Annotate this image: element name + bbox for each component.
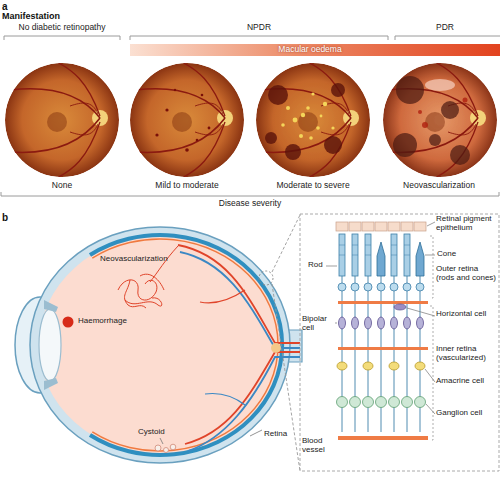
cell-label: Bipolar cell: [302, 315, 335, 333]
retina-layers-inset: [300, 214, 499, 471]
layer-label: Inner retina (vascularized): [436, 345, 498, 363]
lesion-label: Haemorrhage: [78, 317, 148, 326]
oedema-bar: [130, 44, 500, 56]
oedema-label: Macular oedema: [250, 45, 370, 54]
eye-illustration: [15, 215, 302, 471]
axis-label: Disease severity: [190, 199, 310, 208]
panel-letter: b: [2, 212, 16, 223]
haemorrhage-spot: [63, 317, 74, 328]
cell-label: Blood vessel: [302, 437, 336, 455]
stage-brackets: [4, 36, 500, 40]
stage-label: No diabetic retinopathy: [2, 23, 122, 32]
panel-letter: a: [2, 1, 16, 12]
fundus-photo: [256, 62, 370, 178]
panel-heading: Manifestation: [2, 12, 102, 22]
layer-label: Outer retina (rods and cones): [436, 265, 498, 283]
cell-label: Amacrine cell: [436, 377, 498, 386]
fundus-photo: [130, 62, 244, 178]
layer-label: Retinal pigment epithelium: [436, 215, 498, 233]
lesion-label: Neovascularization: [100, 255, 190, 264]
structure-label: Retina: [264, 430, 298, 439]
photo-caption: Moderate to severe: [253, 181, 373, 190]
fundus-photo: [5, 62, 119, 178]
cell-label: Cone: [437, 250, 497, 259]
photo-caption: Mild to moderate: [127, 181, 247, 190]
severity-axis: [1, 192, 499, 196]
fundus-photo: [383, 62, 497, 178]
stage-label: NPDR: [209, 23, 309, 32]
stage-label: PDR: [400, 23, 490, 32]
lesion-label: Cystoid: [138, 428, 188, 437]
cell-label: Rod: [308, 261, 326, 270]
photo-caption: None: [2, 181, 122, 190]
cell-label: Horizontal cell: [436, 310, 498, 319]
photo-caption: Neovascularization: [380, 181, 498, 190]
cell-label: Ganglion cell: [436, 409, 498, 418]
